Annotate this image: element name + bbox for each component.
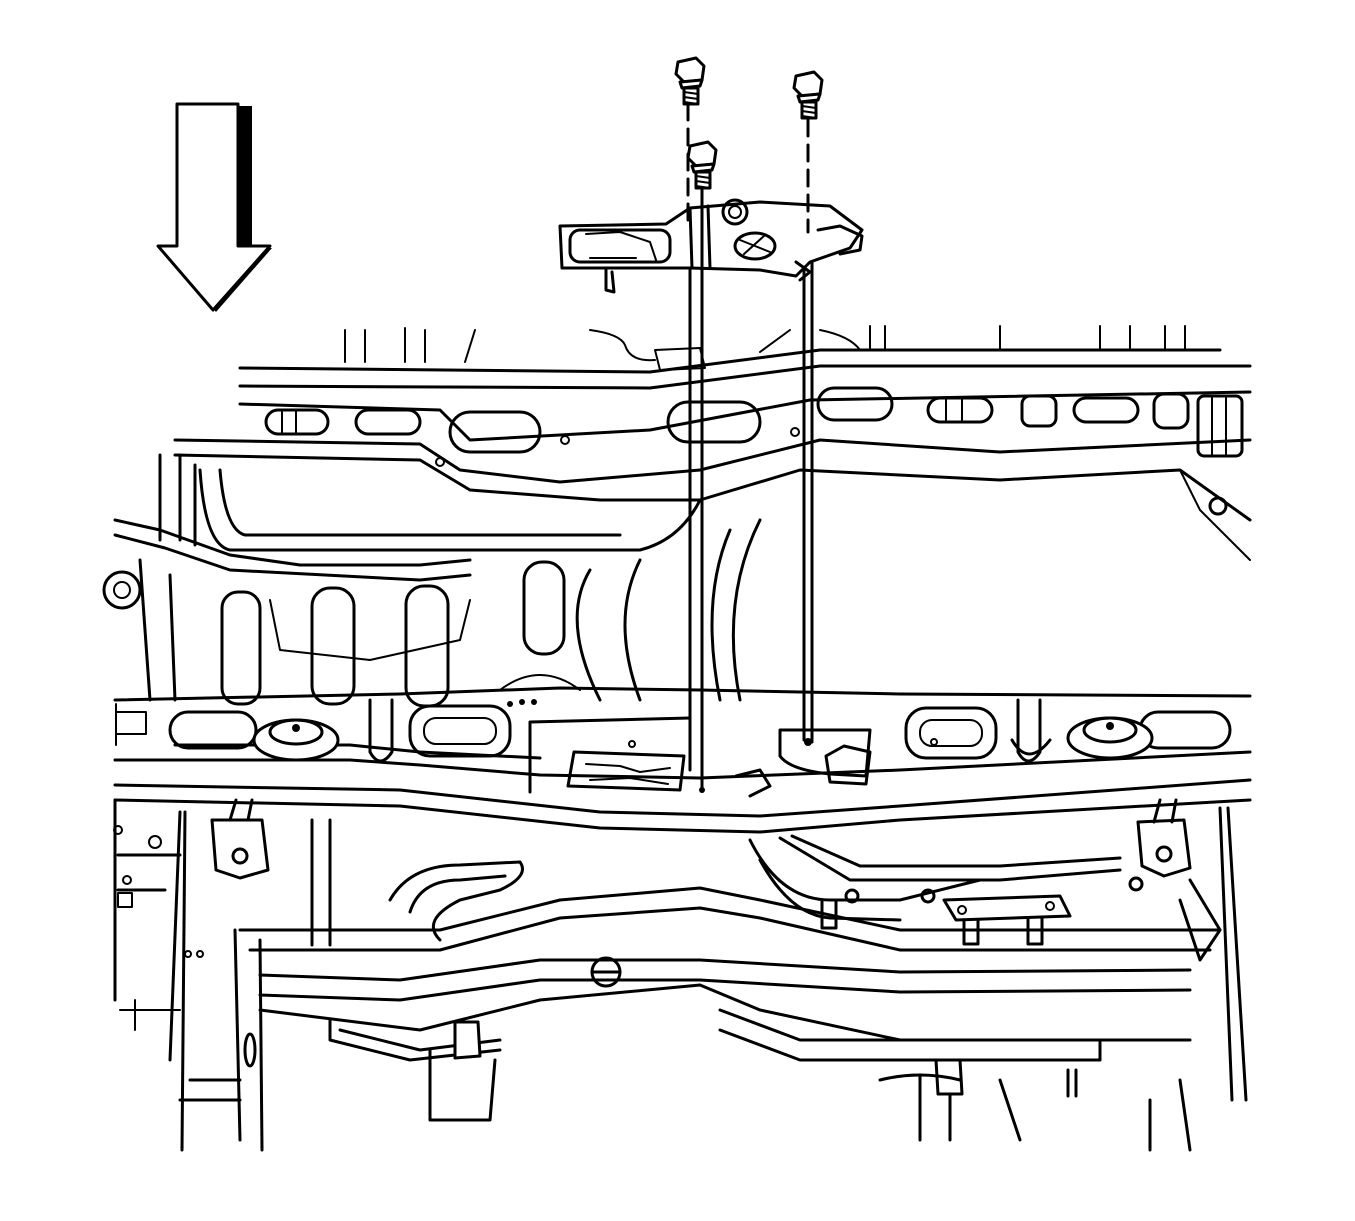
bolt-2 xyxy=(686,140,718,190)
leader-lines xyxy=(686,102,814,793)
bolt-icon xyxy=(674,56,706,106)
bolt-1 xyxy=(674,56,706,106)
bolt-icon xyxy=(686,140,718,190)
bracket-part xyxy=(558,198,864,294)
upper-cross-member xyxy=(173,325,1252,561)
bolt-icon xyxy=(792,70,824,120)
front-cross-member xyxy=(113,686,1252,834)
left-side-structure xyxy=(102,453,762,708)
lower-structure xyxy=(113,798,1248,1152)
bolt-3 xyxy=(792,70,824,120)
down-arrow-icon xyxy=(156,102,272,312)
